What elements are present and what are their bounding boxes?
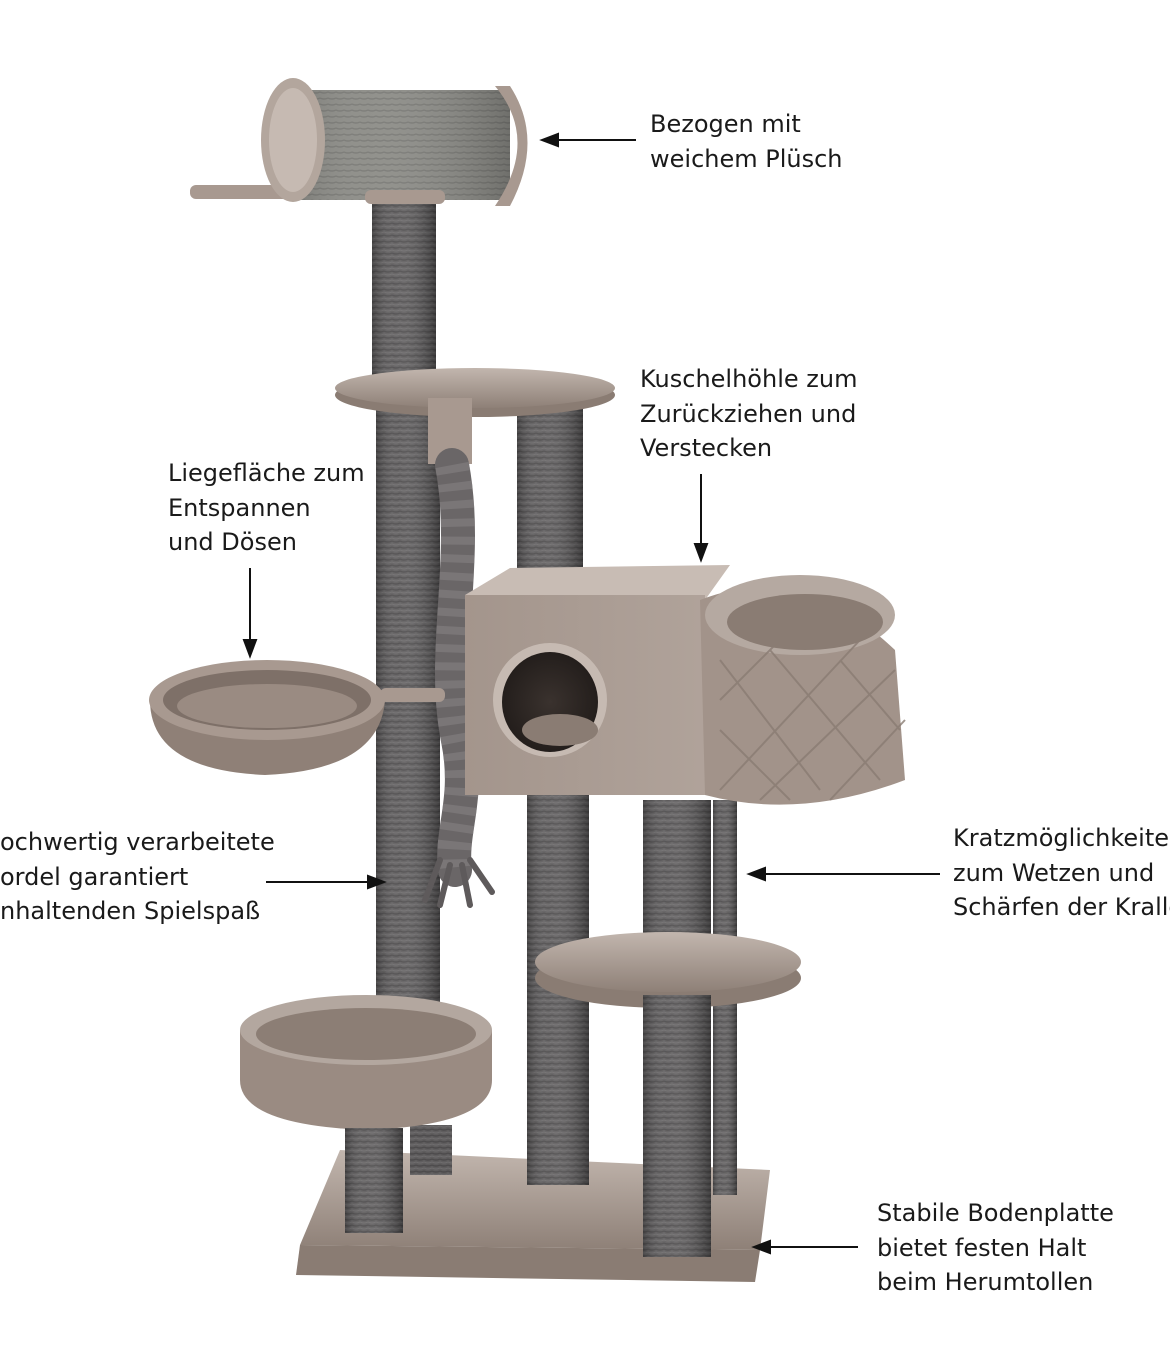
annotation-scratch: Kratzmöglichkeiten zum Wetzen und Schärf… xyxy=(953,821,1170,925)
annotation-line: zum Wetzen und xyxy=(953,858,1155,887)
annotation-rope: ochwertig verarbeitete ordel garantiert … xyxy=(0,825,275,929)
top-plush-roll xyxy=(190,78,528,206)
annotation-cave: Kuschelhöhle zum Zurückziehen und Verste… xyxy=(640,362,857,466)
annotation-line: Zurückziehen und xyxy=(640,399,857,428)
annotation-line: weichem Plüsch xyxy=(650,144,843,173)
arrow-right-icon xyxy=(266,874,387,890)
annotation-line: Verstecken xyxy=(640,434,773,462)
arrow-left-icon xyxy=(746,866,940,882)
annotation-line: Kuschelhöhle zum xyxy=(640,365,858,393)
annotation-line: Stabile Bodenplatte xyxy=(877,1199,1114,1227)
annotation-line: Schärfen der Krallen xyxy=(953,893,1170,921)
annotation-line: beim Herumtollen xyxy=(877,1268,1094,1296)
hanging-rope xyxy=(422,448,495,908)
arrow-left-icon xyxy=(751,1239,858,1255)
arrow-down-icon xyxy=(693,474,709,563)
annotation-line: bietet festen Halt xyxy=(877,1233,1087,1262)
annotation-line: ochwertig verarbeitete xyxy=(0,828,275,856)
annotation-line: Entspannen xyxy=(168,493,311,522)
lower-right-posts xyxy=(535,800,801,1257)
main-post xyxy=(372,195,440,1045)
annotation-line: Kratzmöglichkeiten xyxy=(953,824,1170,852)
annotation-line: und Dösen xyxy=(168,528,297,556)
annotation-plush: Bezogen mit weichem Plüsch xyxy=(650,107,843,176)
annotation-line: Bezogen mit xyxy=(650,110,801,138)
hammock-bowl xyxy=(149,660,445,775)
lower-bowl xyxy=(240,995,492,1233)
annotation-line: Liegefläche zum xyxy=(168,459,365,487)
cuddle-cave xyxy=(465,565,906,805)
annotation-line: ordel garantiert xyxy=(0,862,189,891)
arrow-left-icon xyxy=(539,132,636,148)
annotation-base: Stabile Bodenplatte bietet festen Halt b… xyxy=(877,1196,1114,1300)
annotation-arrows xyxy=(242,132,940,1255)
annotation-line: nhaltenden Spielspaß xyxy=(0,897,261,925)
annotation-hammock: Liegefläche zum Entspannen und Dösen xyxy=(168,456,365,560)
arrow-down-icon xyxy=(242,568,258,659)
